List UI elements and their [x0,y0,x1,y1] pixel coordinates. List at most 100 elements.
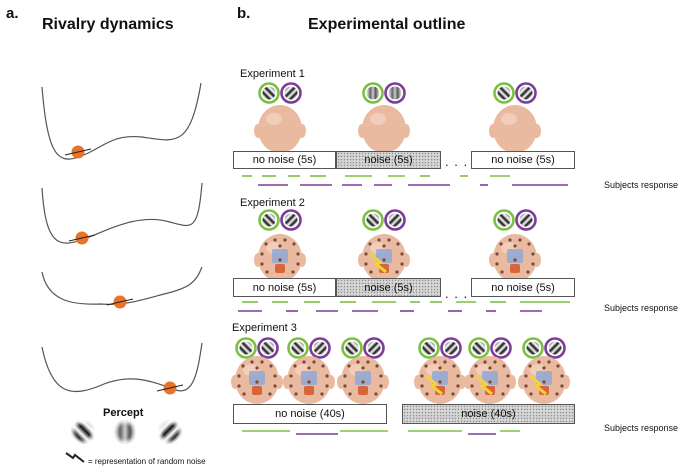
eye-grating-icon [345,341,359,355]
brain-region-highlight [252,386,262,395]
eeg-electrode-dot [377,238,381,242]
eeg-electrode-dot [265,270,269,274]
eeg-electrode-dot [495,252,499,256]
potential-well-curve [41,342,203,393]
eeg-electrode-dot [364,262,368,266]
eeg-electrode-dot [488,380,492,384]
eeg-electrode-dot [542,380,546,384]
eeg-electrode-dot [379,374,383,378]
exp1-phase-noise: noise (5s) [336,151,441,169]
stimulation-bolt-icon [425,374,443,396]
eye-grating-icon [367,341,381,355]
eeg-electrode-dot [508,238,512,242]
brain-region-highlight [301,371,317,385]
eeg-electrode-dot [438,380,442,384]
grating-vignette [113,420,137,444]
panel-b-title: Experimental outline [308,16,466,33]
eeg-electrode-dot [513,244,517,248]
eeg-electrode-dot [382,244,386,248]
noise-arrow-icon [64,148,92,156]
eeg-electrode-dot [325,384,329,388]
brain-region-highlight [272,249,288,263]
noise-arrow-icon [68,234,96,242]
eeg-electrode-dot [361,366,365,370]
eeg-electrode-dot [387,238,391,242]
eeg-electrode-dot [456,374,460,378]
eeg-electrode-dot [366,360,370,364]
noise-zigzag-icon [65,452,85,463]
eeg-electrode-dot [255,366,259,370]
eye-grating-icon [388,213,402,227]
eye-grating-icon [366,86,380,100]
eeg-electrode-dot [361,380,365,384]
exp2-phase-noise: noise (5s) [336,278,441,297]
brain-region-highlight [275,264,285,273]
panel-b-letter: b. [237,5,251,22]
eye-grating-icon [444,341,458,355]
eeg-electrode-dot [456,384,460,388]
head-icon [258,105,302,153]
eeg-electrode-dot [364,252,368,256]
eeg-electrode-dot [273,374,277,378]
panel-a-title: Rivalry dynamics [42,16,174,33]
eeg-electrode-dot [513,258,517,262]
eeg-electrode-dot [250,360,254,364]
eeg-electrode-dot [237,384,241,388]
eeg-electrode-dot [379,384,383,388]
eye-grating-icon [472,341,486,355]
eeg-electrode-dot [495,262,499,266]
eeg-electrode-dot [369,270,373,274]
eeg-electrode-dot [502,364,506,368]
eeg-electrode-dot [278,258,282,262]
eeg-electrode-dot [289,374,293,378]
brain-region-highlight [249,371,265,385]
stimulation-bolt-icon [529,374,547,396]
noise-arrow-icon [156,384,184,392]
eeg-electrode-dot [320,392,324,396]
brain-region-highlight [482,371,498,385]
eeg-electrode-dot [531,262,535,266]
eye-grating-icon [313,341,327,355]
stimulation-bolt-icon [475,374,493,396]
eye-grating-icon [526,341,540,355]
eeg-electrode-dot [343,374,347,378]
eeg-electrode-dot [531,252,535,256]
eeg-electrode-dot [542,366,546,370]
eeg-electrode-dot [527,242,531,246]
eye-grating-icon [497,86,511,100]
eeg-electrode-dot [400,252,404,256]
eeg-electrode-dot [493,360,497,364]
eeg-electrode-dot [375,364,379,368]
eeg-electrode-dot [296,252,300,256]
eeg-electrode-dot [343,384,347,388]
eeg-electrode-dot [296,262,300,266]
eeg-electrode-dot [451,392,455,396]
phase-label: no noise (5s) [491,281,555,294]
eeg-electrode-dot [269,364,273,368]
brain-region-highlight [536,371,552,385]
exp1-response-label: Subjects response [604,180,679,190]
head-icon [493,105,537,153]
eeg-electrode-dot [526,270,530,274]
phase-label: no noise (5s) [252,281,317,294]
eeg-electrode-dot [264,242,268,246]
experiment-3-label: Experiment 3 [232,322,297,334]
eeg-electrode-dot [425,392,429,396]
eeg-electrode-dot [374,392,378,396]
eeg-electrode-dot [518,238,522,242]
phase-label: no noise (5s) [491,154,555,166]
eeg-electrode-dot [312,360,316,364]
brain-region-highlight [507,249,523,263]
eeg-electrode-dot [356,360,360,364]
eeg-electrode-dot [260,262,264,266]
head-highlight [370,113,386,125]
eeg-electrode-dot [483,360,487,364]
eeg-electrode-dot [260,252,264,256]
head-highlight [266,113,282,125]
brain-region-highlight [432,371,448,385]
eeg-electrode-dot [506,374,510,378]
eeg-electrode-dot [400,262,404,266]
head-icon [362,105,406,153]
phase-label: noise (40s) [461,408,516,420]
